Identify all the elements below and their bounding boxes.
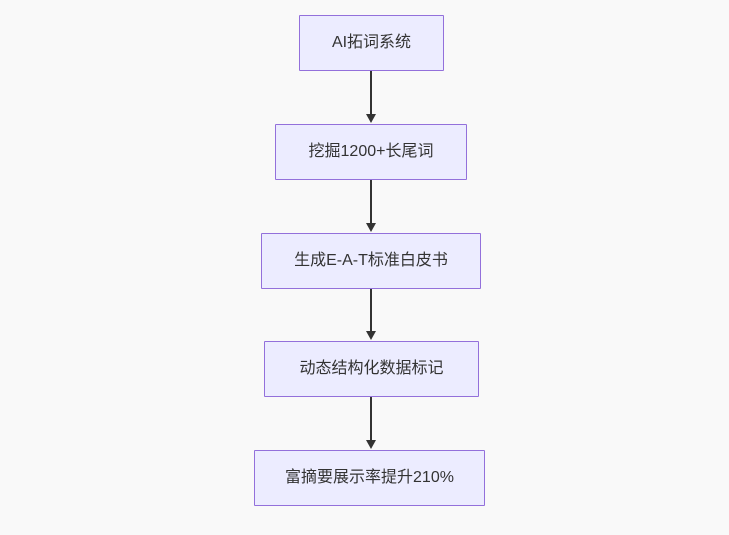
flow-arrow-1: [365, 71, 377, 123]
flow-node-label: 富摘要展示率提升210%: [285, 469, 454, 487]
flow-node-eat-whitepaper: 生成E-A-T标准白皮书: [261, 233, 481, 289]
flow-node-longtail-words: 挖掘1200+长尾词: [275, 124, 467, 180]
arrow-line: [370, 397, 372, 440]
arrowhead-down-icon: [366, 223, 376, 232]
flow-arrow-4: [365, 397, 377, 449]
flow-node-label: AI拓词系统: [331, 34, 412, 52]
arrow-line: [370, 289, 372, 331]
flow-node-structured-data: 动态结构化数据标记: [264, 341, 479, 397]
arrow-line: [370, 71, 372, 114]
flow-node-label: 生成E-A-T标准白皮书: [294, 252, 448, 270]
flow-node-ai-system: AI拓词系统: [299, 15, 444, 71]
arrowhead-down-icon: [366, 114, 376, 123]
flow-node-label: 动态结构化数据标记: [299, 360, 444, 378]
arrowhead-down-icon: [366, 331, 376, 340]
flow-node-rich-snippet-result: 富摘要展示率提升210%: [254, 450, 485, 506]
flow-arrow-3: [365, 289, 377, 340]
flow-arrow-2: [365, 180, 377, 232]
flow-node-label: 挖掘1200+长尾词: [308, 143, 434, 161]
arrow-line: [370, 180, 372, 223]
arrowhead-down-icon: [366, 440, 376, 449]
